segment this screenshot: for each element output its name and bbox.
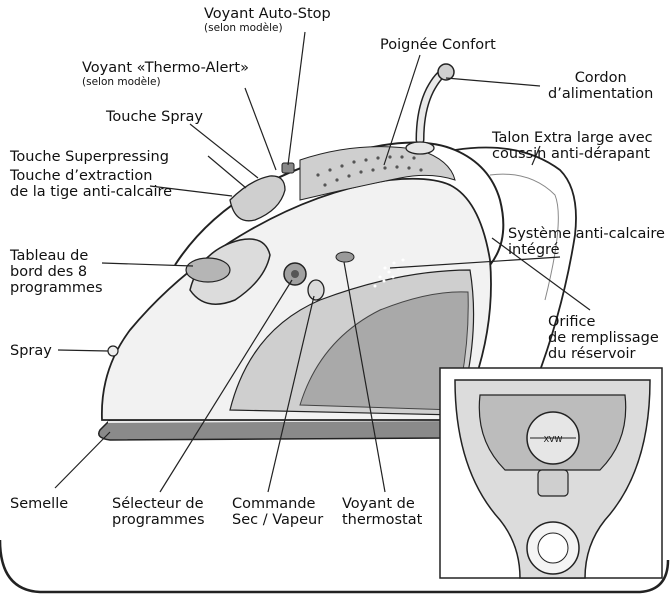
label-commande: Commande Sec / Vapeur [232,496,323,528]
label-touche-spray: Touche Spray [106,109,203,125]
thermostat-light [336,252,354,262]
label-voyant-autostop: Voyant Auto-Stop (selon modèle) [204,6,331,34]
cord-end [438,64,454,80]
dashboard-display [186,258,230,282]
label-cordon: Cordon d’alimentation [548,70,653,102]
spray-buttons [230,176,285,221]
label-spray: Spray [10,343,52,359]
steam-button [308,280,324,300]
cord-base [406,142,434,154]
inset-marking: XVW [544,435,563,444]
label-semelle: Semelle [10,496,68,512]
spray-nozzle [108,346,118,356]
label-tableau: Tableau de bord des 8 programmes [10,248,103,296]
label-talon: Talon Extra large avec coussin anti-déra… [492,130,653,162]
label-voyant-thermostat: Voyant de thermostat [342,496,422,528]
label-selecteur: Sélecteur de programmes [112,496,205,528]
label-poignee: Poignée Confort [380,37,496,53]
label-systeme: Système anti-calcaire intégré [508,226,665,258]
inset-stem [538,470,568,496]
label-touche-superpressing: Touche Superpressing [10,149,169,165]
label-touche-extraction: Touche d’extraction de la tige anti-calc… [10,168,172,200]
label-orifice: Orifice de remplissage du réservoir [548,314,659,362]
label-voyant-thermo: Voyant «Thermo-Alert» (selon modèle) [82,60,249,88]
